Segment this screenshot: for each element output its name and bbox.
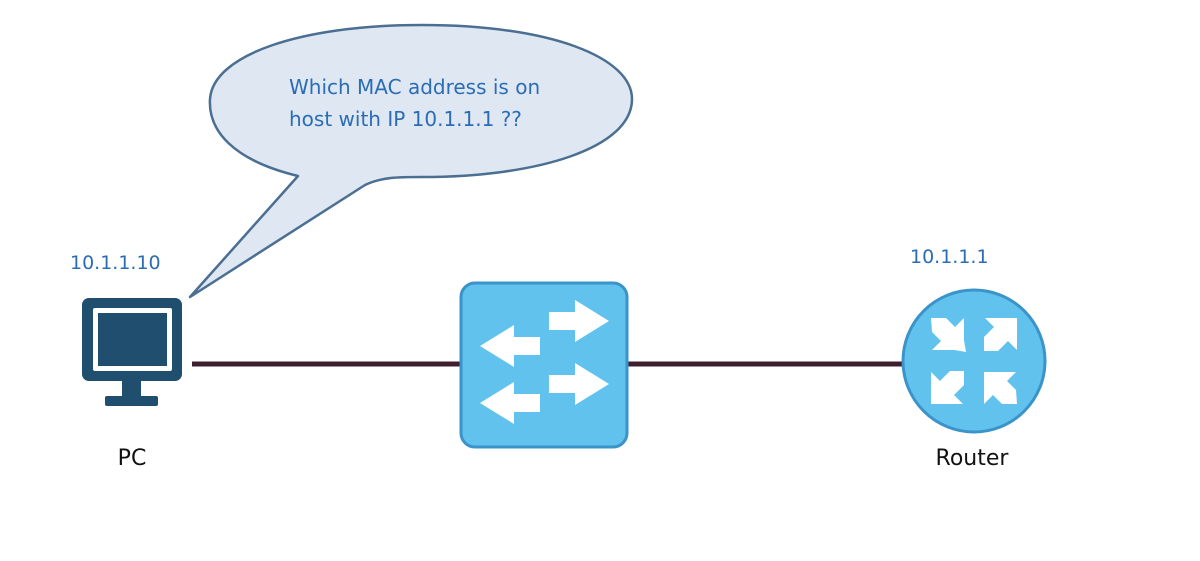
speech-bubble-line-2: host with IP 10.1.1.1 ??: [289, 107, 522, 131]
pc-ip-label: 10.1.1.10: [70, 252, 161, 274]
speech-bubble: Which MAC address is on host with IP 10.…: [188, 23, 634, 299]
speech-bubble-line-1: Which MAC address is on: [289, 75, 540, 99]
speech-bubble-shape: [188, 23, 634, 299]
router-ip-label: 10.1.1.1: [910, 246, 989, 268]
router-icon: [901, 288, 1047, 434]
router-label: Router: [936, 446, 1010, 471]
pc-label: PC: [118, 446, 147, 471]
switch-icon: [459, 281, 629, 449]
router-device: 10.1.1.1 Router: [901, 246, 1047, 471]
pc-device: 10.1.1.10 PC: [70, 252, 182, 471]
switch-device: [459, 281, 629, 449]
monitor-icon: [82, 298, 182, 406]
